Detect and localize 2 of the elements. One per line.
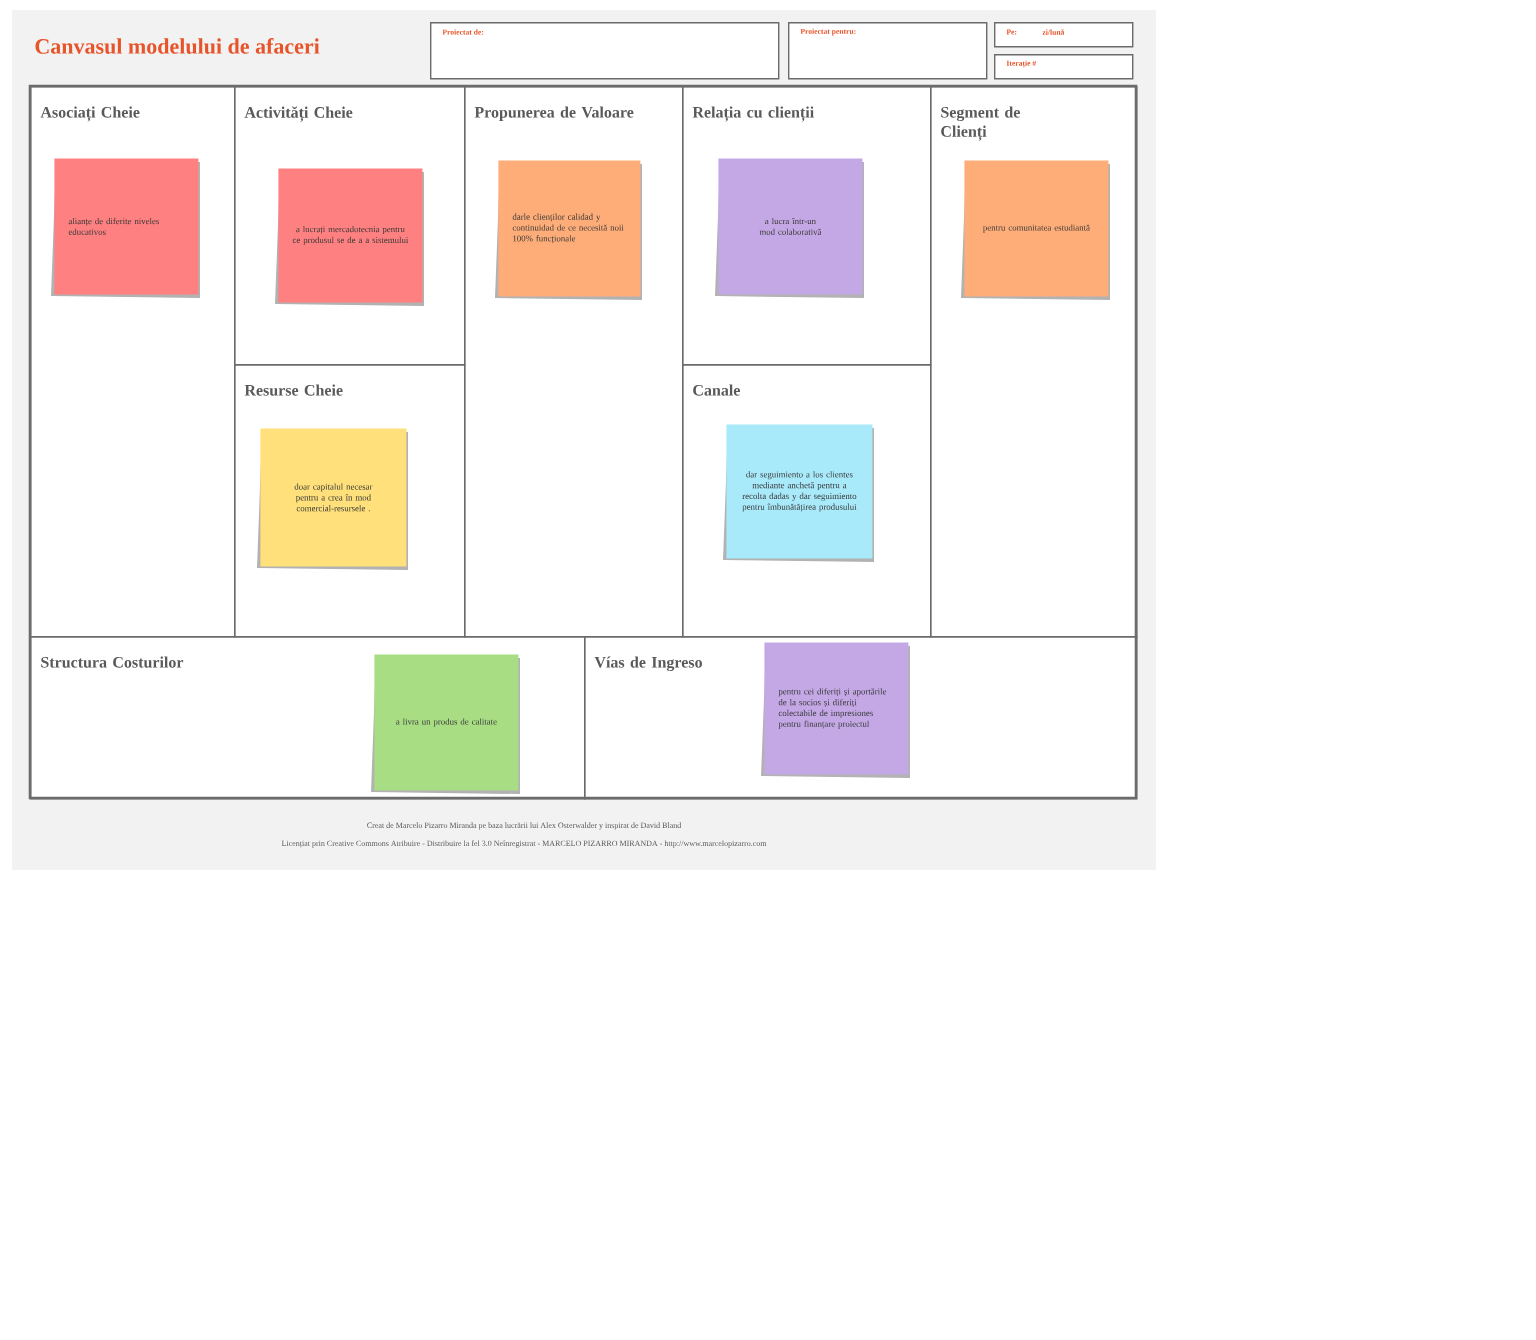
title: Canvasul modelului de afaceri (35, 38, 320, 54)
node-label: Asociați Cheie (40, 106, 140, 122)
